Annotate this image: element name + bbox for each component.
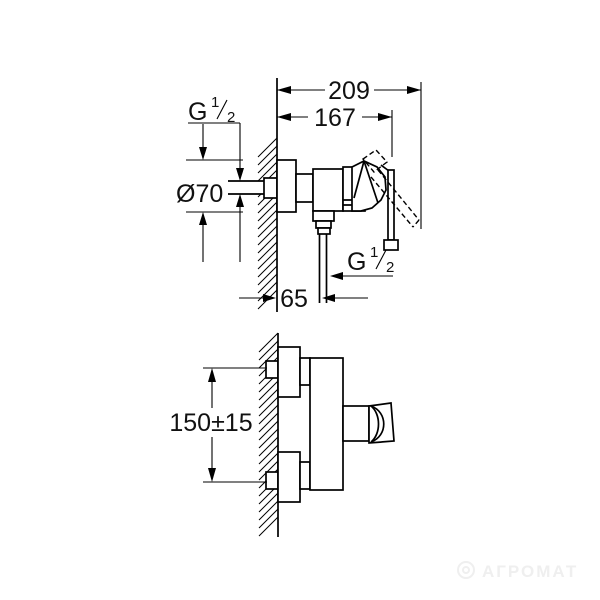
side-view: 209 167 G 1 2 (176, 77, 422, 313)
outlet-step (315, 220, 332, 229)
dimension-209: 209 (277, 77, 422, 229)
dome-facet-left (353, 160, 365, 199)
thread-inlet-den: 2 (227, 109, 235, 126)
escutcheon-bottom (277, 451, 301, 503)
thread-inlet-base: G (188, 98, 207, 126)
union-nut (295, 173, 314, 203)
mixer-body (312, 168, 344, 212)
supply-pipe-mask (228, 181, 264, 194)
dimension-150: 150±15 (169, 367, 267, 483)
watermark: АГРОМАТ (457, 561, 578, 581)
dim-150-label: 150±15 (169, 409, 252, 437)
escutcheon-top (277, 346, 301, 398)
dim-diameter-label: Ø70 (176, 180, 223, 208)
supply-union (263, 177, 278, 199)
flower-logo-icon (457, 561, 475, 579)
lever-tip-cap (383, 239, 399, 251)
dim-209-label: 209 (328, 77, 370, 105)
thread-inlet-num: 1 (211, 94, 219, 111)
inlet-stub-bottom (265, 471, 279, 490)
outlet-nut (312, 210, 335, 222)
escutcheon-side (276, 159, 297, 213)
lever-dome-dashed (361, 149, 389, 173)
dimension-167: 167 (277, 104, 393, 157)
connector-top (299, 357, 311, 386)
watermark-text: АГРОМАТ (482, 562, 578, 581)
thread-outlet-den: 2 (386, 259, 394, 276)
handle-crescent-inner (370, 405, 380, 443)
outlet-collar (317, 227, 331, 235)
front-view: 150±15 (169, 332, 395, 537)
connector-bottom (299, 461, 311, 490)
lever-dashed-end (412, 219, 420, 228)
handle-crescent-outer (370, 405, 385, 443)
dome-facet-right (363, 160, 379, 204)
wall-hatch-top (257, 137, 278, 310)
dimension-diameter-70: Ø70 (176, 124, 243, 262)
thread-outlet-num: 1 (370, 244, 378, 261)
dimension-65: 65 (239, 285, 368, 313)
handle-knob (368, 402, 395, 444)
handle-stub (342, 405, 370, 442)
thread-outlet-base: G (347, 248, 366, 276)
mixer-body-front (309, 357, 344, 491)
dim-65-label: 65 (280, 285, 308, 313)
thread-inlet-label: G 1 2 (188, 94, 244, 262)
flower-logo-icon-center (462, 566, 470, 574)
lever-dashed-bottom (370, 176, 414, 228)
dim-167-label: 167 (314, 104, 356, 132)
lever-dashed-top (377, 169, 420, 221)
thread-outlet-label: G 1 2 (330, 244, 394, 280)
lever-rod (387, 169, 395, 241)
inlet-stub-top (265, 360, 279, 379)
